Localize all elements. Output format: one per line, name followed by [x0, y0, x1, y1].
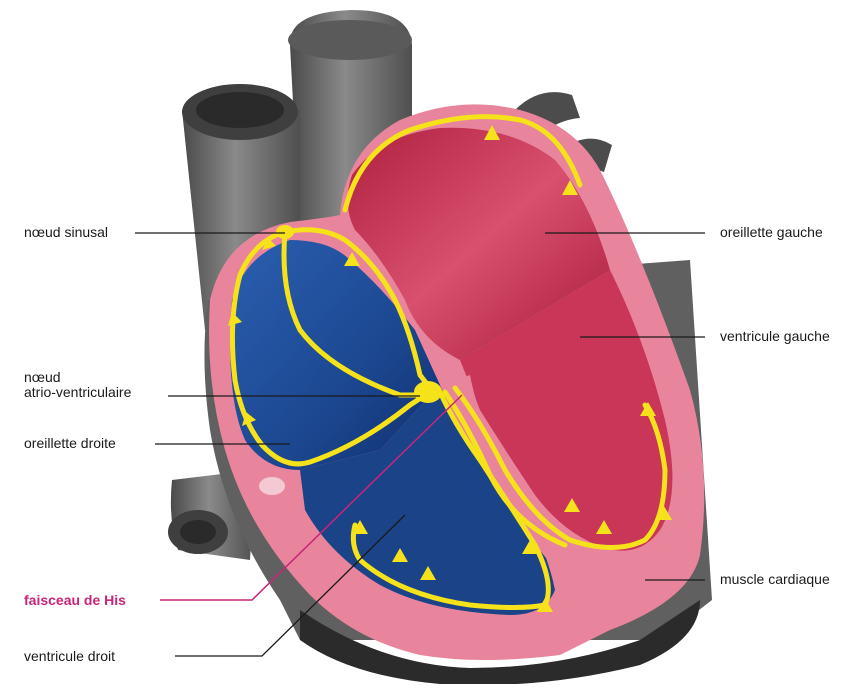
label-right-ventricle: ventricule droit: [24, 648, 115, 664]
label-left-atrium: oreillette gauche: [720, 224, 823, 240]
valve-marker: [259, 477, 285, 495]
label-sinus-node: nœud sinusal: [24, 224, 108, 240]
sinus-node: [276, 225, 294, 239]
label-right-atrium: oreillette droite: [24, 435, 116, 451]
label-left-ventricle: ventricule gauche: [720, 328, 830, 344]
label-av-node-line2: atrio-ventriculaire: [24, 385, 131, 400]
label-av-node-line1: nœud: [24, 370, 61, 385]
aorta-top: [288, 20, 412, 60]
av-node: [414, 381, 442, 403]
label-bundle-of-his: faisceau de His: [24, 592, 126, 608]
label-heart-muscle: muscle cardiaque: [720, 571, 830, 587]
